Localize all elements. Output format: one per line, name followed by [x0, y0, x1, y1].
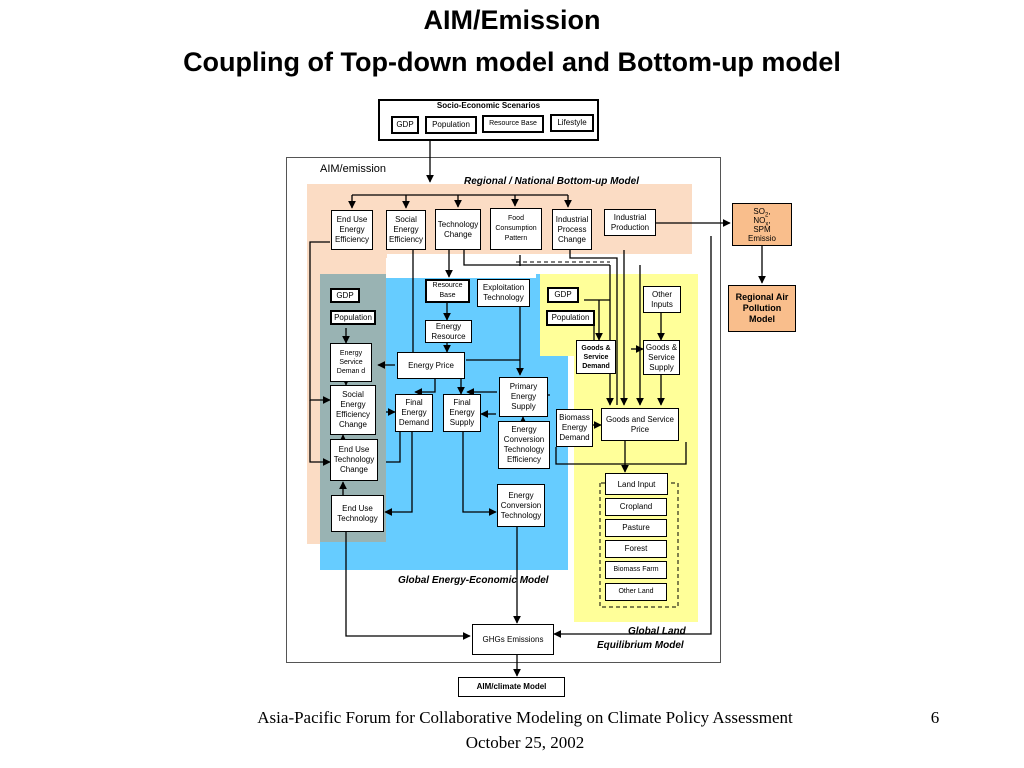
- box-industrial-production: Industrial Production: [604, 209, 656, 236]
- box-energy-conversion-technology: Energy Conversion Technology: [497, 484, 545, 527]
- box-goods-service-demand: Goods & Service Demand: [576, 340, 616, 374]
- box-energy-service-demand: Energy Service Deman d: [330, 343, 372, 382]
- slide-title-line1: AIM/Emission: [423, 5, 601, 35]
- box-goods-service-price: Goods and Service Price: [601, 408, 679, 441]
- emission-text: Emissio: [747, 233, 776, 243]
- scenarios-header: Socio-Economic Scenarios: [436, 101, 541, 110]
- land-item-forest: Forest: [605, 540, 667, 558]
- box-social-energy-efficiency: Social Energy Efficiency: [386, 210, 426, 250]
- box-resource-base: Resource Base: [425, 279, 470, 303]
- box-air-emissions: SO2, NOx, SPM Emissio: [732, 203, 792, 246]
- box-other-inputs: Other Inputs: [643, 286, 681, 313]
- box-energy-conversion-technology-efficiency: Energy Conversion Technology Efficiency: [498, 421, 550, 469]
- scenario-gdp: GDP: [391, 116, 419, 134]
- box-biomass-energy-demand: Biomass Energy Demand: [556, 409, 593, 447]
- aim-emission-label: AIM/emission: [320, 163, 387, 175]
- box-exploitation-technology: Exploitation Technology: [477, 279, 530, 307]
- box-end-use-energy-efficiency: End Use Energy Efficiency: [331, 210, 373, 250]
- land-item-pasture: Pasture: [605, 519, 667, 537]
- left-population-box: Population: [330, 310, 376, 325]
- bottom-up-model-label: Regional / National Bottom-up Model: [464, 176, 639, 187]
- box-energy-resource: Energy Resource: [425, 320, 472, 343]
- box-land-input: Land Input: [605, 473, 668, 495]
- box-regional-air-pollution-model: Regional Air Pollution Model: [728, 285, 796, 332]
- land-model-label-line1: Global Land: [628, 626, 686, 637]
- box-energy-price: Energy Price: [397, 352, 465, 379]
- box-industrial-process-change: Industrial Process Change: [552, 209, 592, 250]
- slide-title-line2: Coupling of Top-down model and Bottom-up…: [183, 47, 841, 77]
- footer-forum: Asia-Pacific Forum for Collaborative Mod…: [257, 708, 793, 727]
- left-gdp-box: GDP: [330, 288, 360, 303]
- land-model-label-line2: Equilibrium Model: [597, 640, 684, 651]
- land-item-biomass-farm: Biomass Farm: [605, 561, 667, 579]
- box-food-consumption-pattern: Food Consumption Pattern: [490, 208, 542, 250]
- box-end-use-technology: End Use Technology: [331, 495, 384, 532]
- scenario-resource-base: Resource Base: [482, 115, 544, 133]
- slide-number: 6: [930, 708, 940, 727]
- footer-date: October 25, 2002: [465, 733, 585, 752]
- scenario-population: Population: [425, 116, 477, 134]
- land-item-cropland: Cropland: [605, 498, 667, 516]
- so2-text: SO2,: [753, 206, 771, 219]
- box-ghgs-emissions: GHGs Emissions: [472, 624, 554, 655]
- nox-text: NOx,: [753, 215, 771, 228]
- box-end-use-technology-change: End Use Technology Change: [330, 439, 378, 481]
- box-aim-climate-model: AIM/climate Model: [458, 677, 565, 697]
- scenario-lifestyle: Lifestyle: [550, 114, 594, 132]
- box-goods-service-supply: Goods & Service Supply: [643, 340, 680, 375]
- box-primary-energy-supply: Primary Energy Supply: [499, 377, 548, 417]
- box-technology-change: Technology Change: [435, 209, 481, 250]
- energy-economic-region-top: [386, 258, 536, 278]
- land-item-other-land: Other Land: [605, 583, 667, 601]
- box-social-energy-efficiency-change: Social Energy Efficiency Change: [330, 385, 376, 435]
- box-final-energy-supply: Final Energy Supply: [443, 394, 481, 432]
- land-population-box: Population: [546, 310, 595, 326]
- energy-economic-model-label: Global Energy-Economic Model: [398, 575, 549, 586]
- box-final-energy-demand: Final Energy Demand: [395, 394, 433, 432]
- spm-text: SPM: [753, 224, 771, 234]
- land-gdp-box: GDP: [547, 287, 579, 303]
